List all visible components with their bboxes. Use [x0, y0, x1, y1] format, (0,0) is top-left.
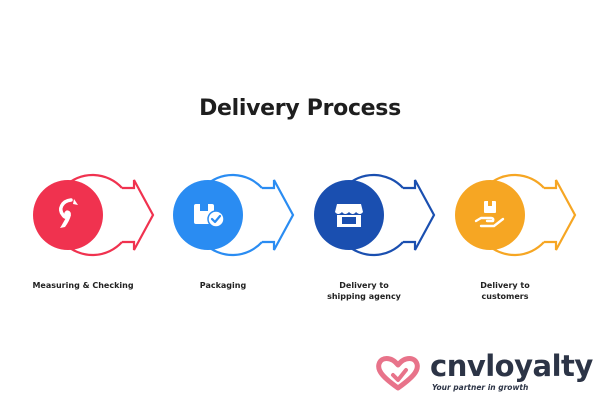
brand-name: cnvloyalty	[430, 349, 593, 383]
step-arrow-ring	[314, 173, 436, 257]
brand-tagline: Your partner in growth	[432, 383, 529, 392]
step-packaging: Packaging	[164, 158, 304, 308]
page-title: Delivery Process	[199, 96, 401, 121]
step-label: Packaging	[199, 281, 247, 290]
storefront-icon	[335, 204, 363, 227]
sketch-icon	[59, 198, 78, 228]
step-arrow-ring	[455, 173, 577, 257]
step-arrow-ring	[173, 173, 295, 257]
box-check-icon	[194, 204, 225, 228]
heart-icon	[376, 356, 420, 391]
hand-box-icon	[474, 201, 505, 228]
step-arrow-ring	[33, 173, 155, 257]
brand-logo: cnvloyalty Your partner in growth	[374, 350, 596, 396]
step-label: Measuring & Checking	[32, 281, 134, 290]
step-measuring: Measuring & Checking	[24, 158, 164, 308]
